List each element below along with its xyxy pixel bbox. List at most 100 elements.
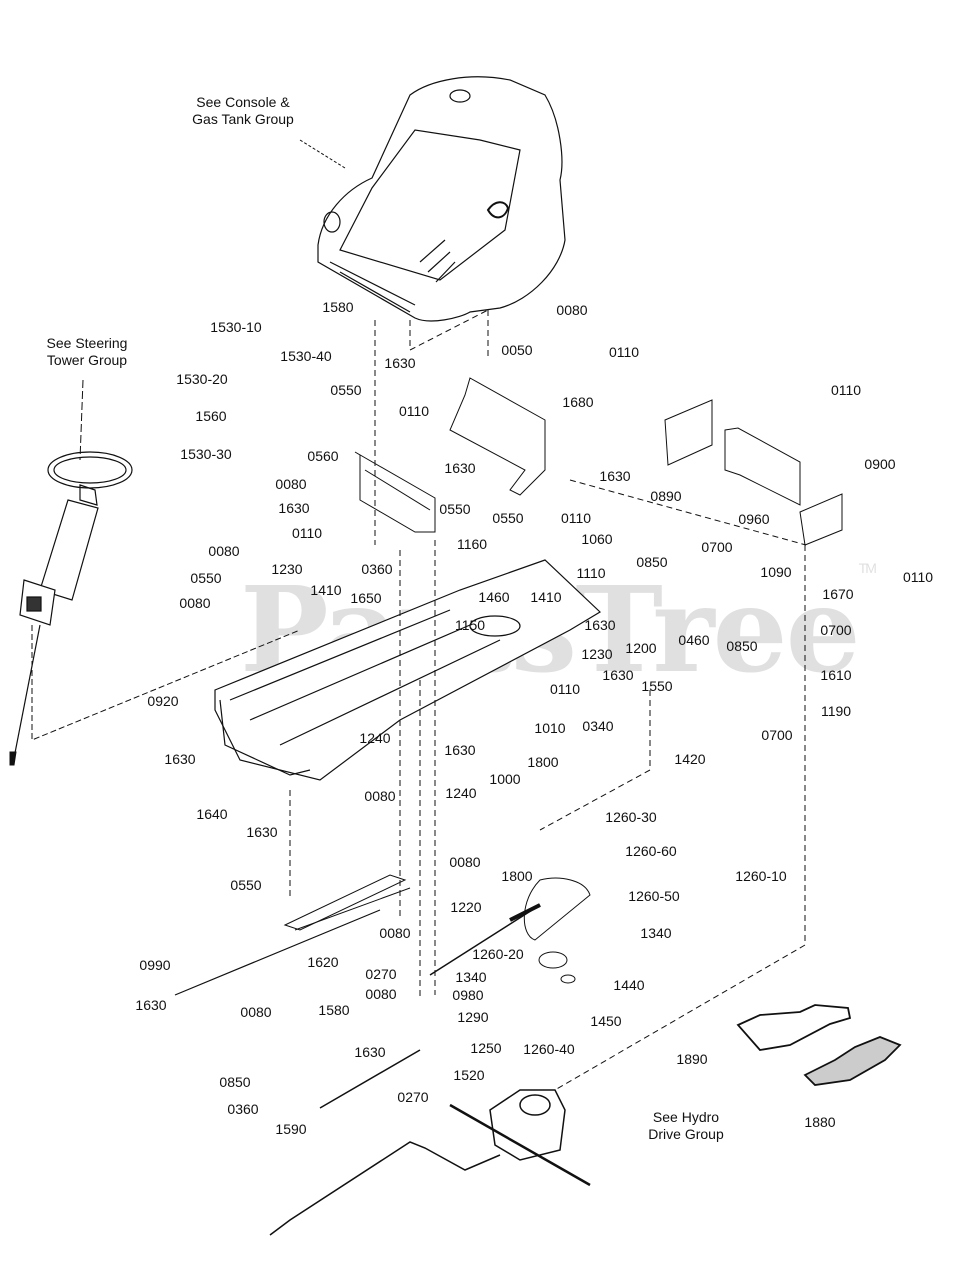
part-callout-0550[interactable]: 0550: [230, 877, 262, 893]
part-callout-1800[interactable]: 1800: [501, 868, 533, 884]
part-callout-0110[interactable]: 0110: [902, 569, 934, 585]
part-callout-1880[interactable]: 1880: [804, 1114, 836, 1130]
part-callout-0080[interactable]: 0080: [365, 986, 397, 1002]
see-group-hydro[interactable]: See Hydro Drive Group: [648, 1109, 724, 1142]
plate-0900[interactable]: [799, 493, 843, 546]
part-callout-1640[interactable]: 1640: [196, 806, 228, 822]
part-callout-0850[interactable]: 0850: [636, 554, 668, 570]
part-callout-1220[interactable]: 1220: [450, 899, 482, 915]
part-callout-1650[interactable]: 1650: [350, 590, 382, 606]
part-callout-1340[interactable]: 1340: [640, 925, 672, 941]
part-callout-0960[interactable]: 0960: [738, 511, 770, 527]
part-callout-1630[interactable]: 1630: [444, 460, 476, 476]
part-callout-0080[interactable]: 0080: [364, 788, 396, 804]
part-callout-0110[interactable]: 0110: [291, 525, 323, 541]
part-callout-1530-30[interactable]: 1530-30: [180, 446, 232, 462]
part-callout-0080[interactable]: 0080: [556, 302, 588, 318]
part-callout-1230[interactable]: 1230: [581, 646, 613, 662]
part-callout-1530-20[interactable]: 1530-20: [176, 371, 228, 387]
part-callout-0080[interactable]: 0080: [208, 543, 240, 559]
bracket-0560[interactable]: [354, 451, 436, 533]
part-callout-1580[interactable]: 1580: [318, 1002, 350, 1018]
part-callout-1630[interactable]: 1630: [135, 997, 167, 1013]
part-callout-1090[interactable]: 1090: [760, 564, 792, 580]
part-callout-1260-30[interactable]: 1260-30: [605, 809, 657, 825]
part-callout-0110[interactable]: 0110: [398, 403, 430, 419]
part-callout-0920[interactable]: 0920: [147, 693, 179, 709]
part-callout-0110[interactable]: 0110: [830, 382, 862, 398]
part-callout-0900[interactable]: 0900: [864, 456, 896, 472]
part-callout-0550[interactable]: 0550: [492, 510, 524, 526]
part-callout-0700[interactable]: 0700: [701, 539, 733, 555]
part-callout-1190[interactable]: 1190: [820, 703, 852, 719]
see-group-console[interactable]: See Console & Gas Tank Group: [192, 94, 294, 127]
part-callout-0340[interactable]: 0340: [582, 718, 614, 734]
pulley-1260-20[interactable]: [538, 951, 568, 969]
part-callout-0550[interactable]: 0550: [190, 570, 222, 586]
part-callout-1440[interactable]: 1440: [613, 977, 645, 993]
part-callout-0700[interactable]: 0700: [761, 727, 793, 743]
part-callout-1340[interactable]: 1340: [455, 969, 487, 985]
part-callout-1670[interactable]: 1670: [822, 586, 854, 602]
part-callout-0850[interactable]: 0850: [726, 638, 758, 654]
part-callout-0980[interactable]: 0980: [452, 987, 484, 1003]
part-callout-1890[interactable]: 1890: [676, 1051, 708, 1067]
part-callout-0050[interactable]: 0050: [501, 342, 533, 358]
part-callout-1630[interactable]: 1630: [599, 468, 631, 484]
part-callout-1150[interactable]: 1150: [454, 617, 486, 633]
part-callout-1110[interactable]: 1110: [576, 565, 606, 581]
part-callout-1260-60[interactable]: 1260-60: [625, 843, 677, 859]
part-callout-1560[interactable]: 1560: [195, 408, 227, 424]
part-callout-0850[interactable]: 0850: [219, 1074, 251, 1090]
plate-0960[interactable]: [724, 427, 801, 506]
part-callout-1630[interactable]: 1630: [164, 751, 196, 767]
part-callout-1000[interactable]: 1000: [489, 771, 521, 787]
part-callout-1010[interactable]: 1010: [534, 720, 566, 736]
part-callout-1410[interactable]: 1410: [310, 582, 342, 598]
part-callout-0110[interactable]: 0110: [560, 510, 592, 526]
part-callout-0110[interactable]: 0110: [549, 681, 581, 697]
part-callout-1410[interactable]: 1410: [530, 589, 562, 605]
part-callout-1060[interactable]: 1060: [581, 531, 613, 547]
part-callout-1580[interactable]: 1580: [322, 299, 354, 315]
part-callout-1680[interactable]: 1680: [562, 394, 594, 410]
belt-1260-50[interactable]: [523, 877, 591, 941]
part-callout-0550[interactable]: 0550: [330, 382, 362, 398]
part-callout-1260-10[interactable]: 1260-10: [735, 868, 787, 884]
part-callout-1800[interactable]: 1800: [527, 754, 559, 770]
footrest-1880[interactable]: [803, 1036, 902, 1086]
part-callout-1240[interactable]: 1240: [445, 785, 477, 801]
part-callout-0080[interactable]: 0080: [379, 925, 411, 941]
part-callout-0360[interactable]: 0360: [361, 561, 393, 577]
part-callout-1630[interactable]: 1630: [278, 500, 310, 516]
part-callout-0560[interactable]: 0560: [307, 448, 339, 464]
part-callout-1260-50[interactable]: 1260-50: [628, 888, 680, 904]
part-callout-1160[interactable]: 1160: [456, 536, 488, 552]
part-callout-1530-10[interactable]: 1530-10: [210, 319, 262, 335]
part-callout-1420[interactable]: 1420: [674, 751, 706, 767]
see-group-steering[interactable]: See Steering Tower Group: [46, 335, 128, 368]
part-callout-0990[interactable]: 0990: [139, 957, 171, 973]
part-callout-0270[interactable]: 0270: [397, 1089, 429, 1105]
part-callout-0890[interactable]: 0890: [650, 488, 682, 504]
part-callout-1230[interactable]: 1230: [271, 561, 303, 577]
part-callout-0080[interactable]: 0080: [240, 1004, 272, 1020]
part-callout-1520[interactable]: 1520: [453, 1067, 485, 1083]
part-callout-0110[interactable]: 0110: [608, 344, 640, 360]
part-callout-1620[interactable]: 1620: [307, 954, 339, 970]
hydro-drive-part[interactable]: [449, 1089, 591, 1187]
steering-tower-part[interactable]: [19, 451, 133, 626]
frame-main-part[interactable]: [214, 559, 601, 781]
rail-0990[interactable]: [283, 874, 411, 931]
part-callout-0550[interactable]: 0550: [439, 501, 471, 517]
part-callout-1530-40[interactable]: 1530-40: [280, 348, 332, 364]
part-callout-1630[interactable]: 1630: [584, 617, 616, 633]
console-gas-tank-part[interactable]: [317, 76, 566, 322]
part-callout-0080[interactable]: 0080: [449, 854, 481, 870]
part-callout-1240[interactable]: 1240: [359, 730, 391, 746]
washer-1440[interactable]: [560, 974, 576, 984]
part-callout-1260-20[interactable]: 1260-20: [472, 946, 524, 962]
part-callout-1200[interactable]: 1200: [625, 640, 657, 656]
part-callout-0270[interactable]: 0270: [365, 966, 397, 982]
rod-1590[interactable]: [319, 1049, 421, 1109]
